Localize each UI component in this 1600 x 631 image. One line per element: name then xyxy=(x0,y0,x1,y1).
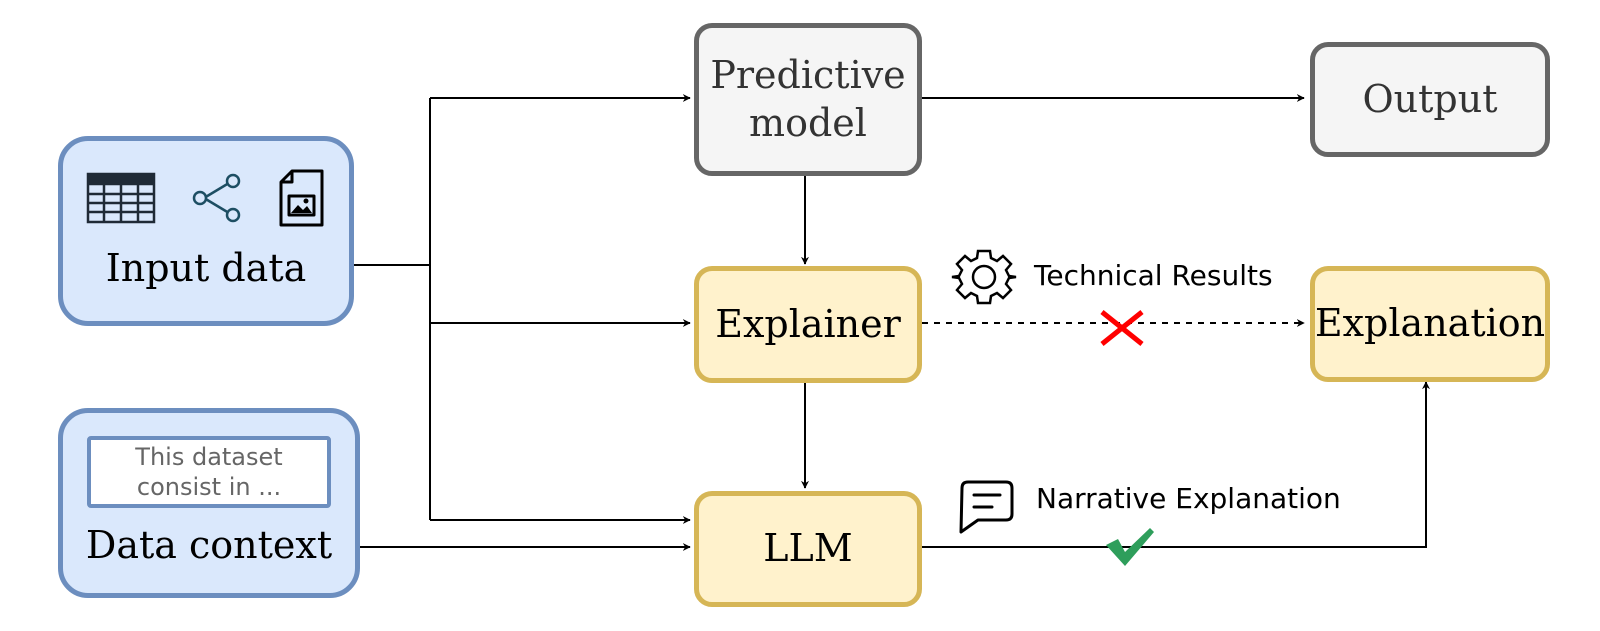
table-icon xyxy=(86,173,156,224)
image-file-icon xyxy=(279,169,324,227)
technical-results-label: Technical Results xyxy=(1034,259,1273,292)
input-data-icons xyxy=(86,169,326,227)
data-context-node[interactable]: This dataset consist in ... Data context xyxy=(58,408,360,598)
narrative-explanation-label: Narrative Explanation xyxy=(1036,482,1341,515)
chat-message-icon xyxy=(959,480,1014,534)
explanation-node[interactable]: Explanation xyxy=(1310,266,1550,382)
predictive-model-node[interactable]: Predictive model xyxy=(694,23,922,176)
llm-node[interactable]: LLM xyxy=(694,491,922,607)
output-label: Output xyxy=(1362,76,1498,121)
input-data-label: Input data xyxy=(105,246,307,291)
green-check-icon xyxy=(1106,528,1154,566)
explainer-label: Explainer xyxy=(715,301,901,346)
predictive-model-label: Predictive model xyxy=(710,53,906,145)
explanation-label: Explanation xyxy=(1314,301,1546,346)
data-context-sample-text: This dataset consist in ... xyxy=(87,436,331,509)
red-cross-icon xyxy=(1100,310,1144,346)
output-node[interactable]: Output xyxy=(1310,42,1550,157)
data-context-label: Data context xyxy=(85,523,333,568)
share-graph-icon xyxy=(192,174,241,223)
gear-icon xyxy=(951,249,1017,305)
explainer-node[interactable]: Explainer xyxy=(694,266,922,383)
arrow-llm-to-explanation xyxy=(916,381,1430,548)
llm-label: LLM xyxy=(763,526,853,571)
input-data-node[interactable]: Input data xyxy=(58,136,354,326)
